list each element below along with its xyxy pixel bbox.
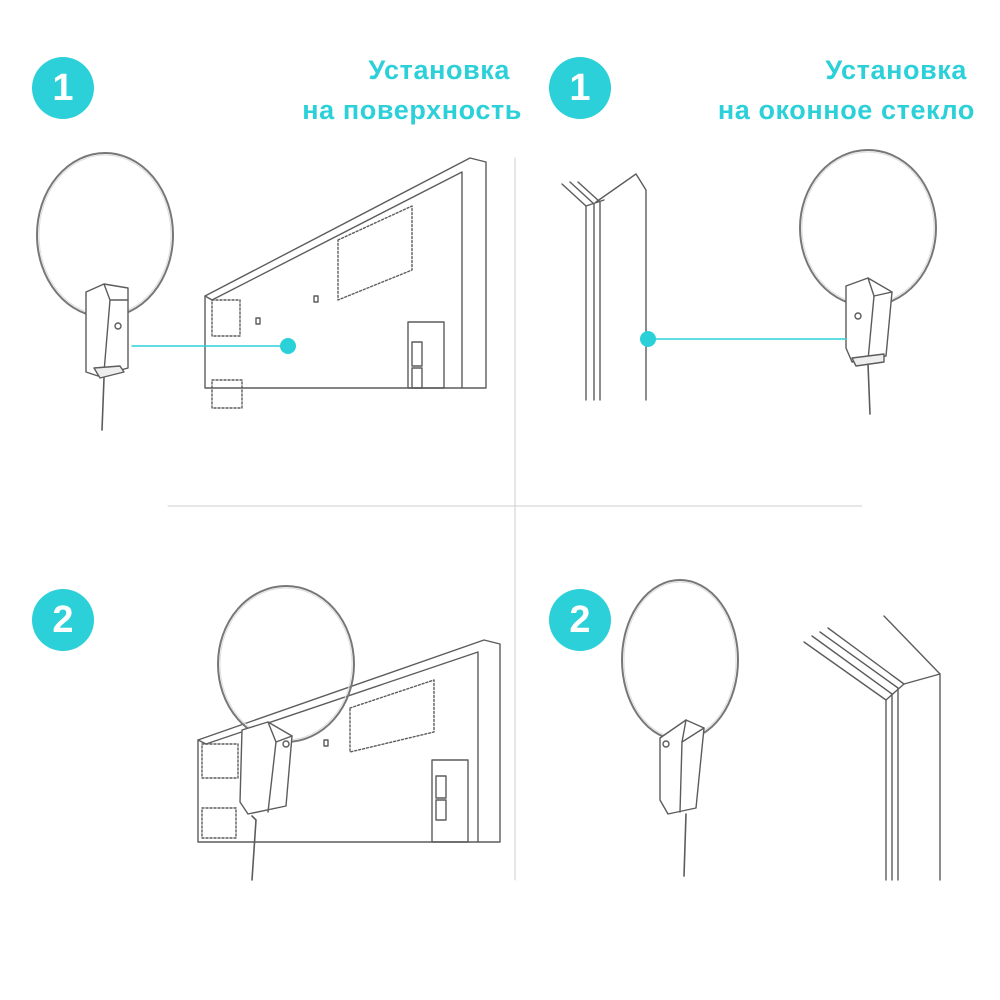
mount-point-icon (640, 331, 656, 347)
step-1-badge: 1 (549, 57, 611, 119)
heading-line-2: на оконное стекло (717, 95, 975, 125)
step-number: 1 (569, 66, 591, 109)
window-frame-icon (803, 615, 941, 881)
step-number: 1 (52, 66, 74, 109)
heading-line-1: Установка (368, 55, 510, 85)
step-number: 2 (569, 598, 591, 641)
step-2-badge: 2 (32, 589, 94, 651)
step-2-badge: 2 (549, 589, 611, 651)
window-frame-icon (561, 173, 647, 401)
step-1-badge: 1 (32, 57, 94, 119)
heading-line-2: на поверхность (302, 95, 522, 125)
heading-line-1: Установка (825, 55, 967, 85)
antenna-icon (36, 152, 174, 431)
step-number: 2 (52, 598, 74, 641)
antenna-icon (217, 585, 355, 881)
mount-point-icon (280, 338, 296, 354)
heading-window: Установка на оконное стекло (718, 50, 975, 130)
heading-surface: Установка на поверхность (302, 50, 522, 130)
antenna-icon (799, 149, 937, 415)
antenna-icon (621, 579, 739, 877)
tv-back-icon (204, 157, 487, 409)
